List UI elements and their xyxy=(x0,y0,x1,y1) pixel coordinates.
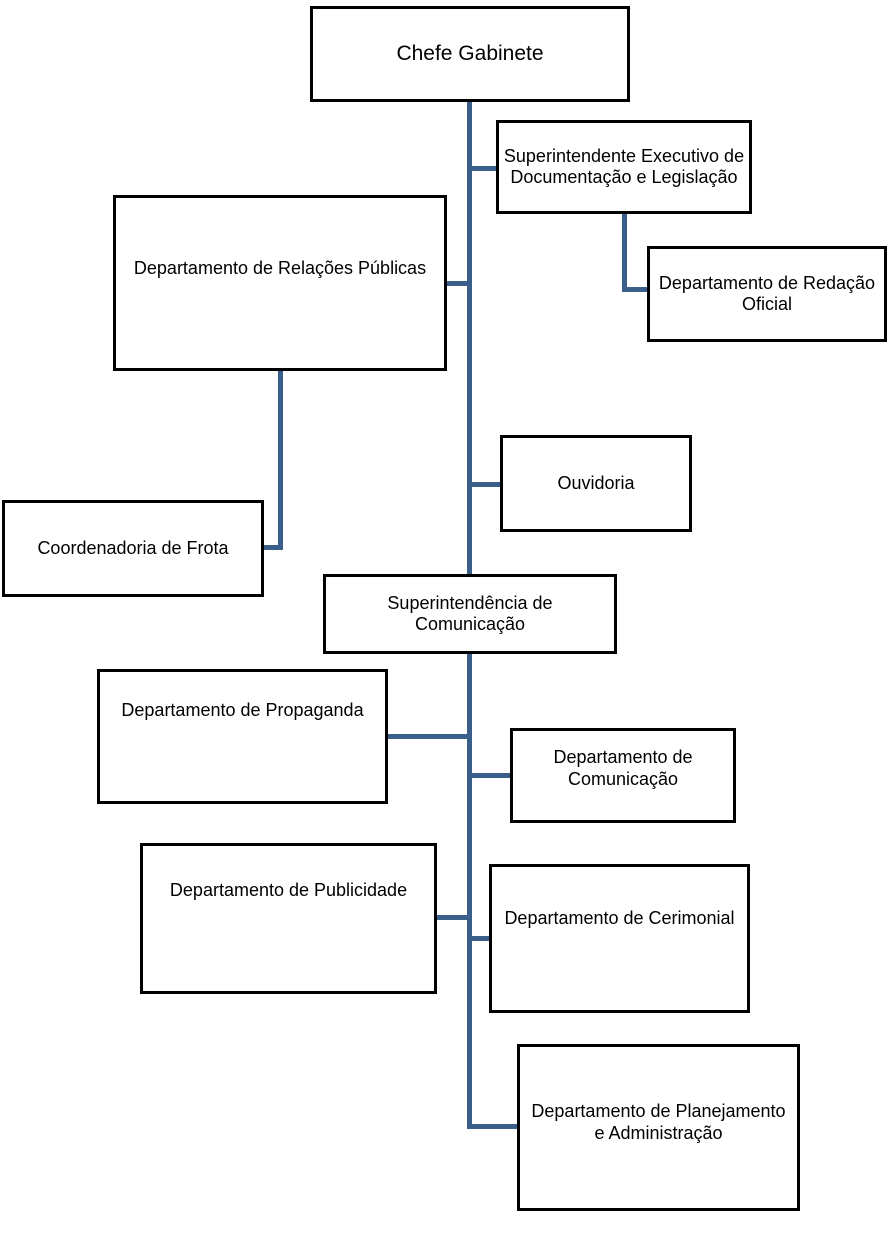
node-publicidade-label: Departamento de Publicidade xyxy=(169,879,408,900)
node-superintendencia-comunicacao: Superintendência de Comunicação xyxy=(323,574,617,654)
node-ouvidoria-label: Ouvidoria xyxy=(557,472,635,493)
connector-relacoes-frota-horizontal xyxy=(262,545,282,550)
node-planejamento-administracao-label: Departamento de Planejamento e Administr… xyxy=(531,1101,786,1143)
node-departamento-redacao-oficial: Departamento de Redação Oficial xyxy=(647,246,887,342)
node-departamento-cerimonial: Departamento de Cerimonial xyxy=(489,864,750,1013)
connector-relacoes-frota-vertical xyxy=(278,371,283,550)
node-superintendencia-comunicacao-label: Superintendência de Comunicação xyxy=(387,592,553,634)
node-chefe-gabinete-label: Chefe Gabinete xyxy=(396,41,544,65)
connector-branch-ouvidoria xyxy=(467,482,500,487)
connector-superintendente-redacao-horizontal xyxy=(622,287,650,292)
connector-branch-publicidade xyxy=(437,915,472,920)
node-departamento-relacoes-publicas: Departamento de Relações Públicas xyxy=(113,195,447,371)
node-chefe-gabinete: Chefe Gabinete xyxy=(310,6,630,102)
node-propaganda-label: Departamento de Propaganda xyxy=(121,699,364,720)
node-departamento-comunicacao: Departamento de Comunicação xyxy=(510,728,736,823)
connector-branch-cerimonial xyxy=(467,936,489,941)
node-departamento-propaganda: Departamento de Propaganda xyxy=(97,669,388,804)
node-relacoes-publicas-label: Departamento de Relações Públicas xyxy=(133,258,427,279)
node-redacao-oficial-label: Departamento de Redação Oficial xyxy=(658,272,876,314)
connector-branch-superintendente-executivo xyxy=(467,166,496,171)
connector-superintendente-redacao-vertical xyxy=(622,214,627,292)
node-comunicacao-label: Departamento de Comunicação xyxy=(553,747,693,789)
connector-branch-propaganda xyxy=(388,734,472,739)
node-coordenadoria-frota-label: Coordenadoria de Frota xyxy=(37,537,229,558)
node-cerimonial-label: Departamento de Cerimonial xyxy=(504,907,735,928)
node-superintendente-executivo-documentacao-legislacao: Superintendente Executivo de Documentaçã… xyxy=(496,120,752,214)
connector-branch-planejamento xyxy=(467,1124,517,1129)
node-ouvidoria: Ouvidoria xyxy=(500,435,692,532)
node-superintendente-executivo-label: Superintendente Executivo de Documentaçã… xyxy=(503,145,745,187)
node-departamento-planejamento-administracao: Departamento de Planejamento e Administr… xyxy=(517,1044,800,1211)
connector-branch-comunicacao xyxy=(467,773,510,778)
connector-branch-relacoes-publicas xyxy=(447,281,472,286)
node-coordenadoria-frota: Coordenadoria de Frota xyxy=(2,500,264,597)
node-departamento-publicidade: Departamento de Publicidade xyxy=(140,843,437,994)
